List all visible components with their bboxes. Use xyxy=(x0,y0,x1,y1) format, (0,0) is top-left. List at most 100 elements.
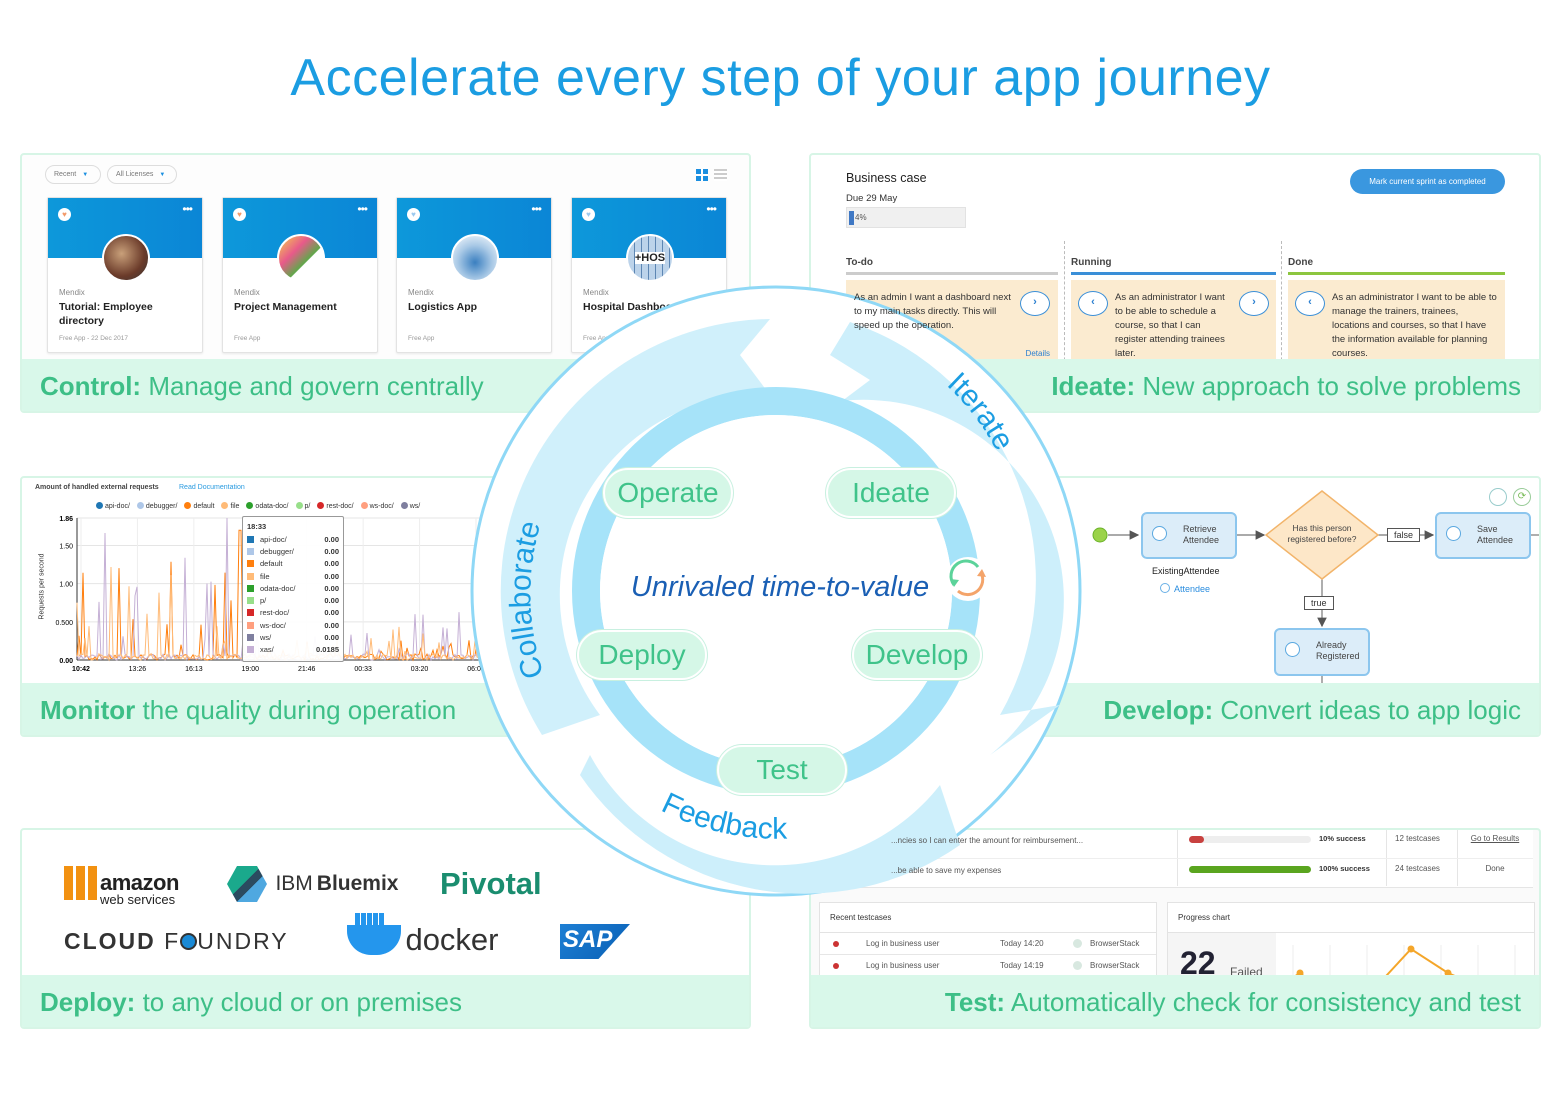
more-icon[interactable]: ••• xyxy=(357,202,368,216)
retrieve-icon xyxy=(1152,526,1167,541)
stage-test[interactable]: Test xyxy=(717,745,847,795)
legend-item[interactable]: p/ xyxy=(295,502,310,510)
bluemix-text: Bluemix xyxy=(316,872,399,895)
legend-item[interactable]: default xyxy=(184,502,214,510)
recent-filter[interactable]: Recent▼ xyxy=(45,165,101,184)
complete-sprint-button[interactable]: Mark current sprint as completed xyxy=(1350,169,1505,194)
app-meta: Free App xyxy=(583,335,610,342)
stage-deploy[interactable]: Deploy xyxy=(577,630,707,680)
app-avatar xyxy=(277,234,325,282)
story-card[interactable]: ‹As an administrator I want to be able t… xyxy=(1071,280,1276,364)
licenses-filter[interactable]: All Licenses▼ xyxy=(107,165,177,184)
caption-bold: Monitor xyxy=(40,695,136,725)
success-fill xyxy=(1189,836,1204,843)
caption-text: Convert ideas to app logic xyxy=(1213,695,1521,725)
hospital-sign: +HOS xyxy=(634,252,666,264)
app-name: Tutorial: Employee directory xyxy=(59,301,153,327)
stage-operate[interactable]: Operate xyxy=(603,468,733,518)
app-avatar: +HOS xyxy=(626,234,674,282)
sap-logo: SAP xyxy=(560,924,630,959)
heart-icon[interactable]: ♥ xyxy=(582,208,595,221)
y-tick: 1.50 xyxy=(59,543,73,550)
move-left-icon[interactable]: ‹ xyxy=(1078,291,1108,316)
move-right-icon[interactable]: › xyxy=(1239,291,1269,316)
refresh-icon[interactable]: ⟳ xyxy=(1513,488,1531,506)
action-label: Save xyxy=(1477,524,1498,534)
testcase-time: Today 14:19 xyxy=(1000,961,1044,970)
caption-text: Automatically check for consistency and … xyxy=(1005,987,1521,1017)
tooltip-row: debugger/0.00 xyxy=(247,545,339,557)
swatch-icon xyxy=(247,535,254,543)
x-tick: 19:00 xyxy=(242,666,260,673)
commit-icon xyxy=(1446,526,1461,541)
legend-dot-icon xyxy=(184,502,192,509)
tooltip-series: default xyxy=(260,559,283,569)
details-link[interactable]: Details xyxy=(1025,349,1050,358)
tooltip-series: file xyxy=(260,571,270,581)
success-label: 10% success xyxy=(1319,834,1366,843)
legend-item[interactable]: ws-doc/ xyxy=(360,502,394,510)
app-card[interactable]: ♥••• Mendix Project Management Free App xyxy=(222,197,378,353)
entity-link[interactable]: Attendee xyxy=(1160,583,1210,594)
legend-item[interactable]: debugger/ xyxy=(136,502,177,510)
heart-icon[interactable]: ♥ xyxy=(407,208,420,221)
success-bar xyxy=(1189,866,1311,873)
read-documentation-link[interactable]: Read Documentation xyxy=(179,484,245,491)
list-view-icon[interactable] xyxy=(714,169,727,181)
tooltip-value: 0.00 xyxy=(324,633,339,643)
failed-status-icon xyxy=(833,963,839,969)
swatch-icon xyxy=(247,597,254,605)
test-panel: ...ncies so I can enter the amount for r… xyxy=(809,828,1541,1029)
move-left-icon[interactable]: ‹ xyxy=(1295,291,1325,316)
more-icon[interactable]: ••• xyxy=(182,202,193,216)
docker-logo: docker xyxy=(347,913,499,958)
app-card[interactable]: ♥••• Mendix Tutorial: Employee directory… xyxy=(47,197,203,353)
pivotal-logo: Pivotal xyxy=(440,866,542,901)
deploy-caption: Deploy: to any cloud or on premises xyxy=(22,975,749,1027)
app-card[interactable]: ♥••• Mendix Logistics App Free App xyxy=(396,197,552,353)
progress-point xyxy=(1296,969,1304,977)
stage-develop[interactable]: Develop xyxy=(852,630,982,680)
page-title: Accelerate every step of your app journe… xyxy=(290,49,1271,107)
legend-item[interactable]: ws/ xyxy=(400,502,420,510)
develop-caption: Develop: Convert ideas to app logic xyxy=(1022,683,1539,735)
legend-item[interactable]: api-doc/ xyxy=(96,502,130,510)
tooltip-time: 18:33 xyxy=(247,522,267,531)
move-right-icon[interactable]: › xyxy=(1020,291,1050,316)
grid-view-icon[interactable] xyxy=(696,169,708,181)
stage-ideate[interactable]: Ideate xyxy=(826,468,956,518)
aws-subtitle: web services xyxy=(100,892,176,907)
app-org: Mendix xyxy=(408,288,434,297)
legend-item[interactable]: odata-doc/ xyxy=(246,502,289,510)
story-card[interactable]: ‹As an administrator I want to be able t… xyxy=(1288,280,1505,364)
y-tick: 0.00 xyxy=(59,658,73,665)
tooltip-series: debugger/ xyxy=(260,546,294,556)
save-icon[interactable] xyxy=(1489,488,1507,506)
tooltip-series: p/ xyxy=(260,596,267,606)
y-tick: 0.500 xyxy=(55,620,73,627)
progress-label: 4% xyxy=(855,213,867,222)
heart-icon[interactable]: ♥ xyxy=(233,208,246,221)
swatch-icon xyxy=(247,621,254,629)
tooltip-value: 0.00 xyxy=(324,534,339,544)
heart-icon[interactable]: ♥ xyxy=(58,208,71,221)
more-icon[interactable]: ••• xyxy=(531,202,542,216)
legend-item[interactable]: file xyxy=(221,502,239,510)
story-text: ...be able to save my expenses xyxy=(891,866,1002,875)
more-icon[interactable]: ••• xyxy=(706,202,717,216)
story-text: As an admin I want a dashboard next to m… xyxy=(854,292,1011,331)
testcase-time: Today 14:20 xyxy=(1000,939,1044,948)
testcase-name: Log in business user xyxy=(866,961,940,970)
legend-item[interactable]: rest-doc/ xyxy=(317,502,354,510)
tooltip-series: api-doc/ xyxy=(260,534,287,544)
success-bar xyxy=(1189,836,1311,843)
story-action[interactable]: Go to Results xyxy=(1470,834,1520,843)
